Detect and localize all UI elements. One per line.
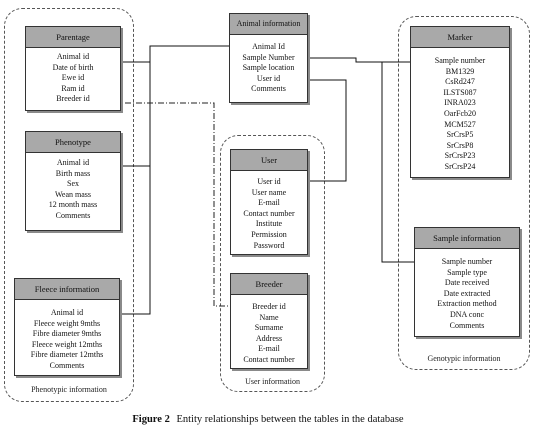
marker-field: SrCrsP5: [446, 130, 474, 140]
breeder-field: Contact number: [243, 354, 295, 364]
parentage-table: Parentage Animal id Date of birth Ewe id…: [25, 26, 121, 111]
fleece-field: Fleece weight 12mths: [31, 339, 103, 349]
breeder-field: E-mail: [258, 344, 280, 354]
user-field: User name: [251, 187, 287, 197]
figure-caption: Figure 2 Entity relationships between th…: [0, 414, 536, 425]
figure-caption-text: Entity relationships between the tables …: [176, 414, 404, 425]
user-field: Institute: [255, 219, 283, 229]
phenotype-field: Sex: [67, 179, 79, 189]
animal-field: Sample location: [242, 63, 295, 73]
user-group-label: User information: [245, 377, 300, 386]
breeder-field: Name: [259, 312, 279, 322]
parentage-field: Date of birth: [52, 62, 94, 72]
phenotype-table: Phenotype Animal id Birth mass Sex Wean …: [25, 131, 121, 231]
phenotypic-group-label: Phenotypic information: [31, 385, 107, 394]
sample-field: Date received: [444, 278, 490, 288]
parentage-field: Breeder id: [56, 94, 90, 104]
phenotype-field: Comments: [55, 210, 91, 220]
marker-field: OarFcb20: [444, 108, 476, 118]
sample-field: Extraction method: [437, 299, 497, 309]
animal-field: Animal Id: [252, 42, 285, 51]
fleece-field: Fleece weight 9mths: [33, 318, 101, 328]
fleece-title: Fleece information: [15, 279, 119, 300]
breeder-field: Surname: [254, 323, 284, 333]
parentage-field: Ram id: [61, 83, 85, 93]
marker-field: MCM527: [444, 119, 476, 129]
parentage-field: Ewe id: [61, 73, 85, 83]
sample-field: Date extracted: [443, 288, 491, 298]
figure-number: Figure 2: [132, 414, 170, 425]
marker-title: Marker: [411, 27, 509, 48]
marker-field: BM1329: [445, 66, 475, 76]
marker-field: SrCrsP8: [446, 140, 474, 150]
animal-field: Comments: [251, 84, 286, 94]
breeder-title: Breeder: [231, 274, 307, 295]
fleece-field: Animal id: [50, 308, 84, 317]
animal-field: User id: [256, 73, 281, 83]
user-field: E-mail: [258, 198, 280, 208]
fleece-field: Comments: [49, 360, 85, 370]
animal-title: Animal information: [230, 14, 307, 35]
sample-field: Comments: [449, 320, 485, 330]
parentage-field: Animal id: [56, 52, 90, 61]
marker-table: Marker Sample number BM1329 CsRd247 ILST…: [410, 26, 510, 178]
phenotype-field: Animal id: [56, 158, 90, 167]
fleece-table: Fleece information Animal id Fleece weig…: [14, 278, 120, 376]
sample-title: Sample information: [415, 228, 519, 249]
fleece-field: Fibre diameter 9mths: [32, 329, 102, 339]
animal-table: Animal information Animal Id Sample Numb…: [229, 13, 308, 103]
animal-field: Sample Number: [242, 52, 295, 62]
marker-field: INRA023: [444, 98, 476, 108]
sample-field: Sample number: [441, 257, 493, 266]
sample-field: DNA conc: [450, 309, 484, 319]
user-field: Permission: [251, 229, 287, 239]
sample-field: Sample type: [447, 267, 487, 277]
user-title: User: [231, 150, 307, 171]
user-field: Password: [253, 240, 285, 250]
breeder-field: Breeder id: [252, 302, 286, 311]
phenotype-field: Birth mass: [55, 168, 91, 178]
breeder-field: Address: [255, 333, 283, 343]
marker-field: ILSTS087: [443, 87, 477, 97]
parentage-title: Parentage: [26, 27, 120, 48]
marker-field: SrCrsP23: [444, 151, 476, 161]
marker-field: CsRd247: [445, 77, 475, 87]
fleece-field: Fibre diameter 12mths: [30, 350, 104, 360]
sample-table: Sample information Sample number Sample …: [414, 227, 520, 337]
user-table: User User id User name E-mail Contact nu…: [230, 149, 308, 255]
phenotype-field: Wean mass: [54, 189, 91, 199]
phenotype-field: 12 month mass: [48, 200, 98, 210]
phenotype-title: Phenotype: [26, 132, 120, 153]
user-field: Contact number: [243, 208, 295, 218]
marker-field: SrCrsP24: [444, 161, 476, 171]
breeder-table: Breeder Breeder id Name Surname Address …: [230, 273, 308, 369]
marker-field: Sample number: [434, 56, 486, 65]
user-field: User id: [257, 177, 281, 186]
genotypic-group-label: Genotypic information: [427, 354, 501, 363]
